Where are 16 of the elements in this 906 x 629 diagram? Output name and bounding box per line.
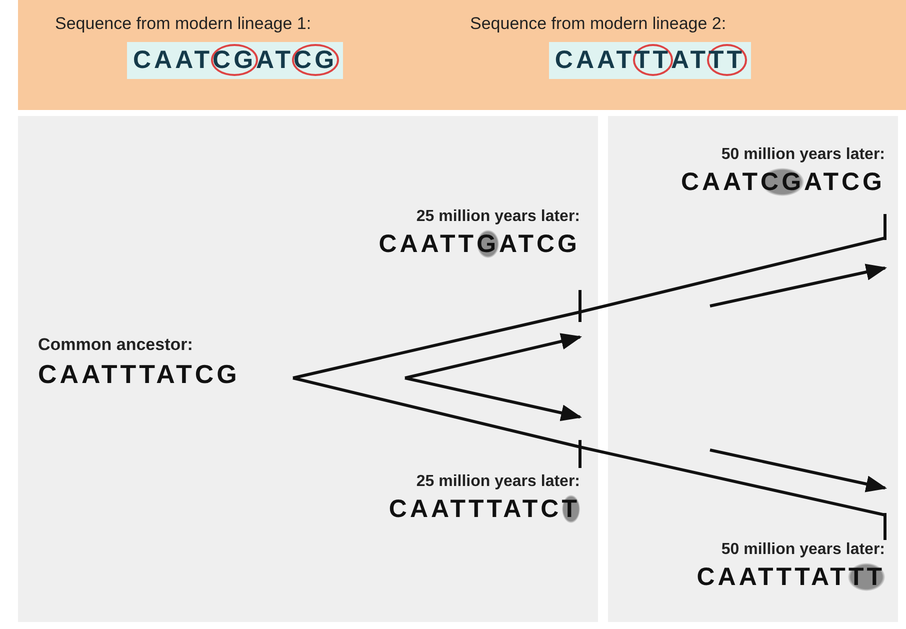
branch-line (292, 376, 580, 448)
heading-text: Common ancestor: (38, 335, 193, 355)
heading-text: 25 million years later: (416, 208, 580, 226)
dna-sequence: CAATCGATCG (680, 168, 885, 197)
branch-line (580, 236, 886, 314)
heading-text: 50 million years later: (721, 146, 885, 164)
heading-text: Sequence from modern lineage 1: (55, 14, 312, 34)
heading-text: Sequence from modern lineage 2: (470, 14, 726, 34)
heading-text: 50 million years later: (721, 541, 885, 559)
branch-line (292, 310, 580, 380)
dna-sequence: CAATTTATCG (38, 359, 240, 390)
heading-text: 25 million years later: (416, 473, 580, 491)
dna-sequence: CAATTGATCG (378, 230, 580, 259)
dna-sequence: CAATCGATCG (126, 42, 344, 79)
branch-line (580, 446, 886, 516)
dna-sequence: CAATTTATTT (696, 563, 885, 592)
